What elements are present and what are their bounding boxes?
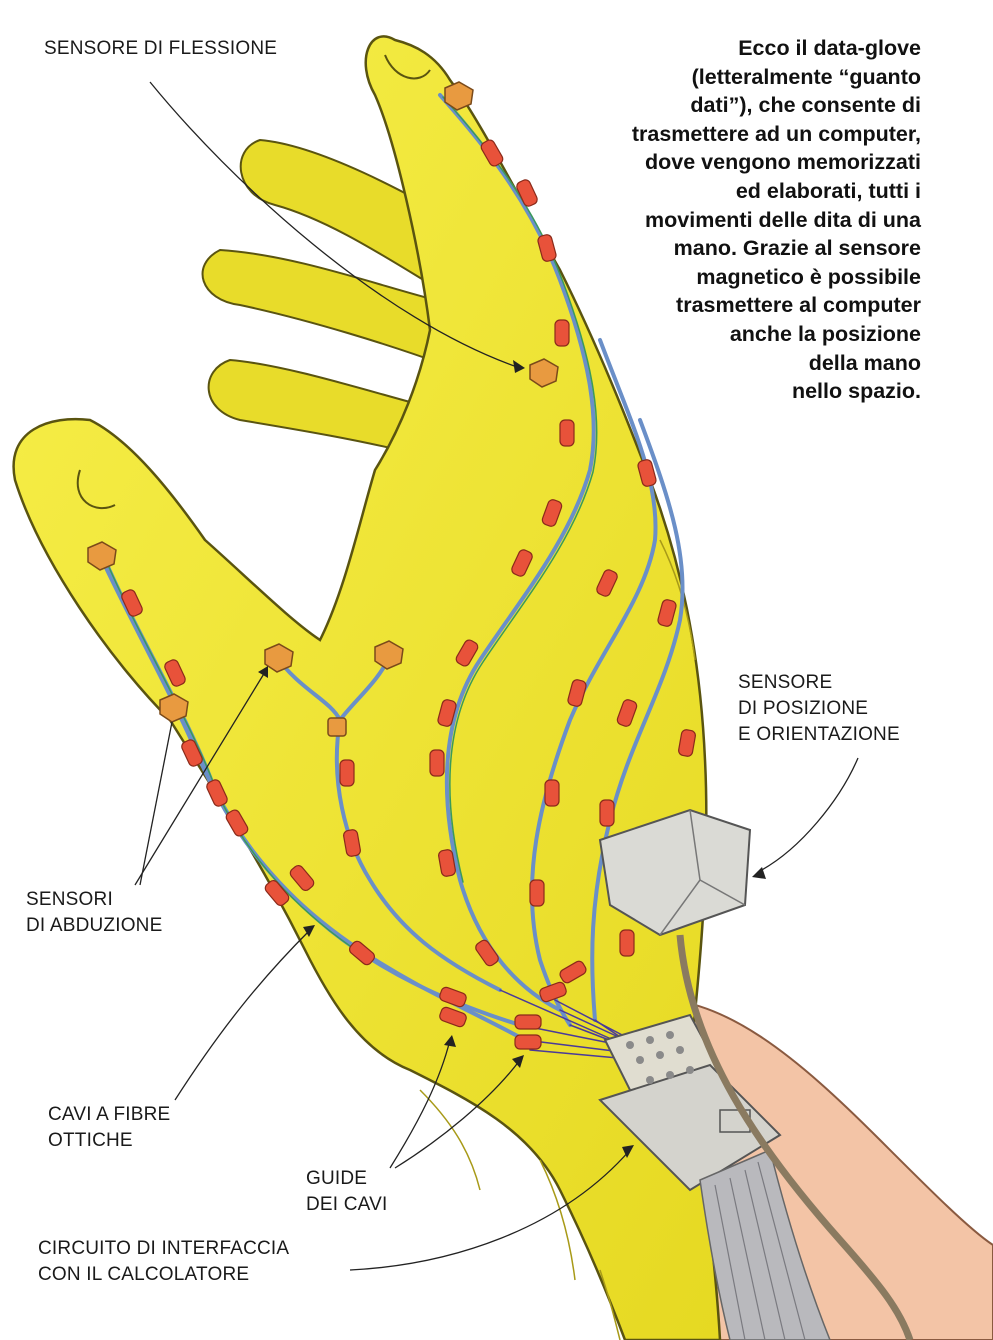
caption-line: mano. Grazie al sensore xyxy=(541,234,921,263)
caption-text: Ecco il data-glove (letteralmente “guant… xyxy=(541,34,921,406)
caption-line: trasmettere al computer xyxy=(541,291,921,320)
caption-line: dove vengono memorizzati xyxy=(541,148,921,177)
caption-line: anche la posizione xyxy=(541,320,921,349)
caption-line: Ecco il data-glove xyxy=(541,34,921,63)
caption-line: dati”), che consente di xyxy=(541,91,921,120)
caption-line: magnetico è possibile xyxy=(541,263,921,292)
label-cable-guides: GUIDE DEI CAVI xyxy=(306,1166,388,1218)
caption-line: nello spazio. xyxy=(541,377,921,406)
label-optical-cables: CAVI A FIBRE OTTICHE xyxy=(48,1102,170,1154)
label-abduction-sensors: SENSORI DI ABDUZIONE xyxy=(26,887,162,939)
label-position-sensor: SENSORE DI POSIZIONE E ORIENTAZIONE xyxy=(738,670,900,748)
caption-line: movimenti delle dita di una xyxy=(541,206,921,235)
caption-line: trasmettere ad un computer, xyxy=(541,120,921,149)
caption-line: (letteralmente “guanto xyxy=(541,63,921,92)
label-interface-circuit: CIRCUITO DI INTERFACCIA CON IL CALCOLATO… xyxy=(38,1236,289,1288)
label-flex-sensor: SENSORE DI FLESSIONE xyxy=(44,36,277,62)
caption-line: della mano xyxy=(541,349,921,378)
caption-line: ed elaborati, tutti i xyxy=(541,177,921,206)
